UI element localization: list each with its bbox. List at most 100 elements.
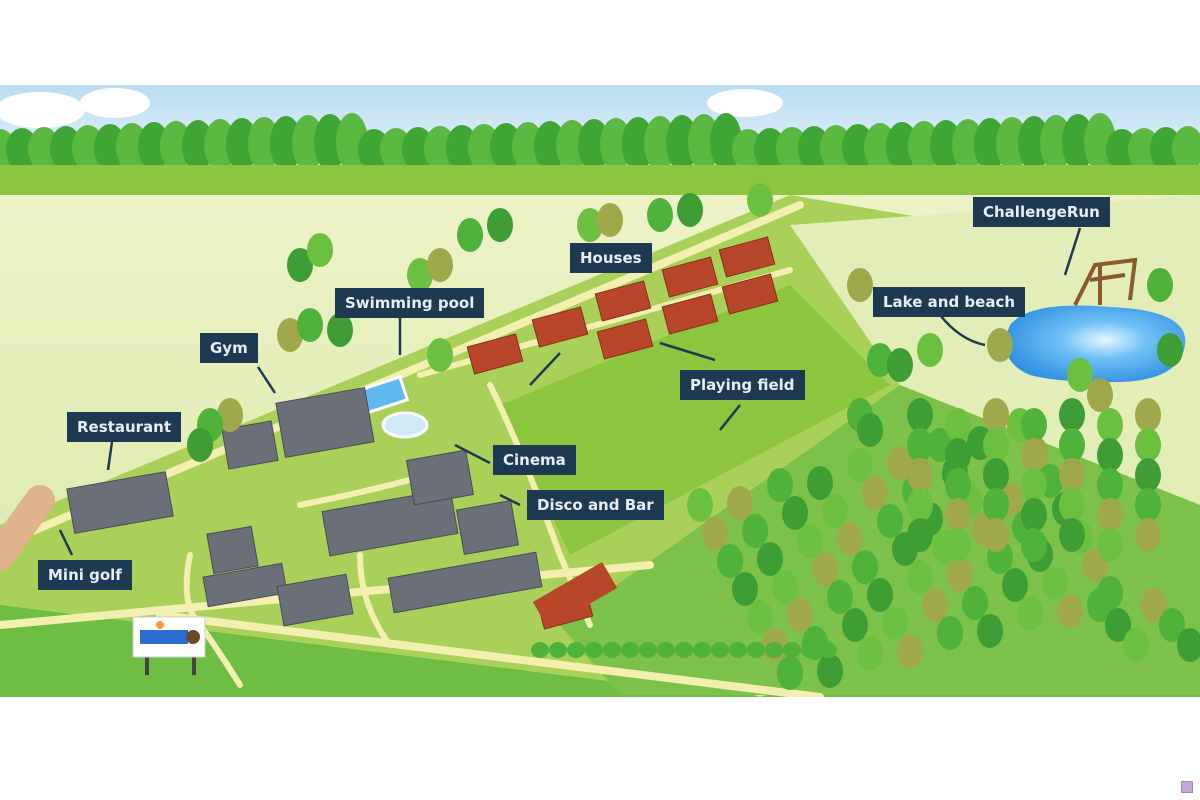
fountain [381, 411, 429, 439]
tree [687, 488, 713, 522]
house [718, 236, 776, 278]
tree [297, 308, 323, 342]
label-lake-and-beach: Lake and beach [873, 287, 1026, 317]
tree [1021, 498, 1047, 532]
tree [887, 348, 913, 382]
tree [1067, 358, 1093, 392]
tree [1135, 428, 1161, 462]
tree [407, 258, 433, 292]
tree [427, 248, 453, 282]
label-houses: Houses [570, 243, 652, 273]
house [594, 280, 652, 322]
tree [747, 600, 773, 634]
tree [742, 514, 768, 548]
tree [945, 438, 971, 472]
tree [1147, 268, 1173, 302]
tree [1097, 498, 1123, 532]
tree [787, 598, 813, 632]
house [661, 256, 719, 298]
tree [945, 498, 971, 532]
label-cinema: Cinema [493, 445, 576, 475]
tree [837, 522, 863, 556]
tree [907, 458, 933, 492]
hedge-bush [549, 642, 567, 658]
hedge-bush [621, 642, 639, 658]
tree [882, 606, 908, 640]
tree [1141, 588, 1167, 622]
building [206, 525, 259, 575]
hedge-bush [711, 642, 729, 658]
house [661, 293, 719, 335]
tree [857, 636, 883, 670]
tree [1042, 566, 1068, 600]
tree [1135, 518, 1161, 552]
tree [677, 193, 703, 227]
hedge-bush [657, 642, 675, 658]
tree [1123, 628, 1149, 662]
building [202, 562, 288, 608]
tree [1021, 408, 1047, 442]
tree [1097, 438, 1123, 472]
heino-logo-sign [132, 616, 206, 675]
tree [727, 486, 753, 520]
tree [945, 468, 971, 502]
house [466, 333, 524, 375]
hedge-bush [693, 642, 711, 658]
tree [767, 468, 793, 502]
hedge-bush [531, 642, 549, 658]
tree [307, 233, 333, 267]
lake [1005, 305, 1186, 383]
tree [857, 413, 883, 447]
label-challenge-run: ChallengeRun [973, 197, 1110, 227]
tree [983, 398, 1009, 432]
tree [702, 516, 728, 550]
tree [1135, 458, 1161, 492]
building [455, 499, 520, 556]
tree [427, 338, 453, 372]
tree [907, 518, 933, 552]
tree [1097, 468, 1123, 502]
tree [772, 570, 798, 604]
hedge-bush [819, 642, 837, 658]
campus-map [0, 85, 1200, 697]
tree [907, 488, 933, 522]
tree [852, 550, 878, 584]
tree [1177, 628, 1200, 662]
tree [1097, 408, 1123, 442]
tree [1159, 608, 1185, 642]
tree [187, 428, 213, 462]
tree [862, 476, 888, 510]
hedge-bush [567, 642, 585, 658]
tree [812, 552, 838, 586]
hedge-bush [801, 642, 819, 658]
tree [647, 198, 673, 232]
hedge-bush [639, 642, 657, 658]
tree [457, 218, 483, 252]
tree [897, 634, 923, 668]
tree [732, 572, 758, 606]
tree [983, 488, 1009, 522]
tree [797, 524, 823, 558]
tree [1135, 488, 1161, 522]
tree [877, 504, 903, 538]
tree [1135, 398, 1161, 432]
hedge-bush [603, 642, 621, 658]
tree [907, 398, 933, 432]
tree [1157, 333, 1183, 367]
tree [842, 608, 868, 642]
tree [907, 428, 933, 462]
tree [717, 544, 743, 578]
tree [577, 208, 603, 242]
label-gym: Gym [200, 333, 258, 363]
tree [945, 528, 971, 562]
tree [867, 578, 893, 612]
hedge-bush [765, 642, 783, 658]
tree [847, 268, 873, 302]
hedge-bush [585, 642, 603, 658]
grass-strip [0, 165, 1200, 195]
tree [822, 494, 848, 528]
building [66, 471, 174, 534]
tree [807, 466, 833, 500]
corner-icon [1181, 781, 1193, 793]
tree [1059, 518, 1085, 552]
